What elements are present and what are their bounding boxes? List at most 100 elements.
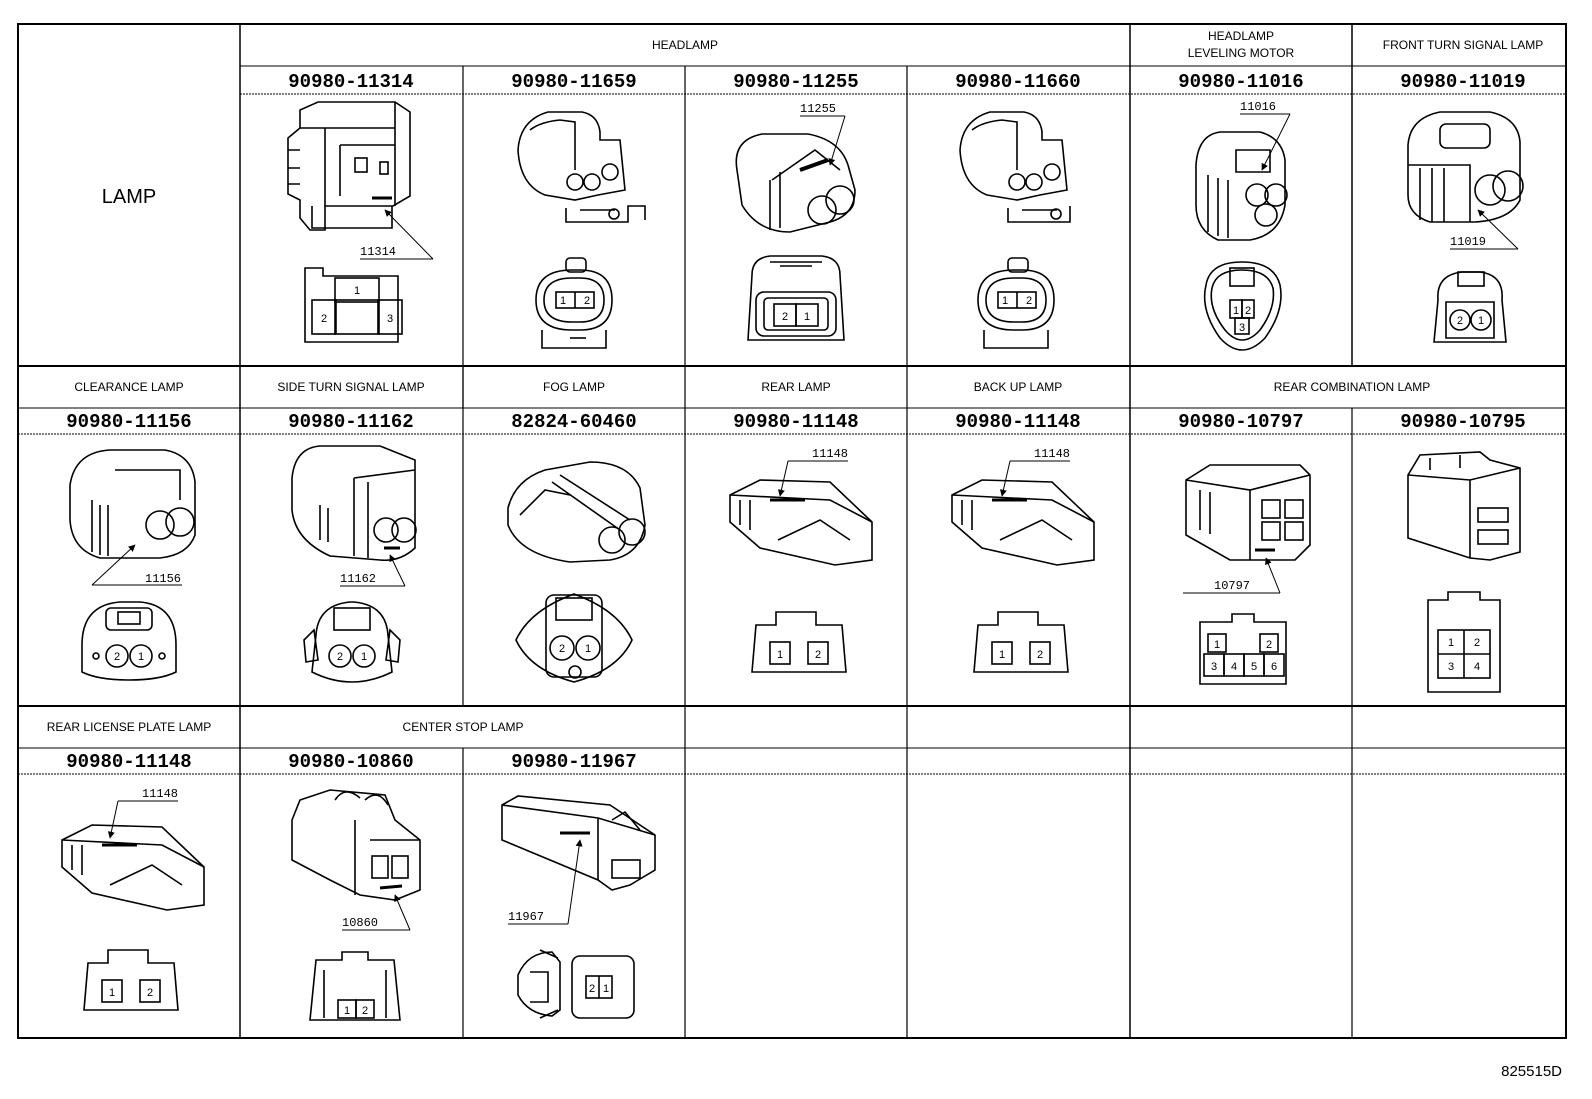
callout-number: 11019 — [1450, 235, 1486, 249]
callout-number: 11156 — [145, 572, 181, 586]
terminal-face-11148-rear — [751, 611, 847, 673]
pin-label: 1 — [585, 643, 591, 655]
pin-label: 1 — [1478, 315, 1484, 327]
pin-label: 2 — [1026, 295, 1032, 307]
pin-label: 2 — [782, 311, 788, 323]
terminal-face-10795 — [1427, 591, 1501, 693]
terminal-face-11148-license — [83, 949, 179, 1011]
pin-label: 2 — [1037, 649, 1043, 661]
pin-label: 2 — [362, 1005, 368, 1017]
pin-label: 1 — [361, 651, 367, 663]
connector-drawing-10795 — [1407, 451, 1521, 561]
pin-label: 1 — [344, 1005, 350, 1017]
pin-label: 2 — [337, 651, 343, 663]
terminal-face-10860 — [309, 951, 401, 1021]
part-number: 90980-11148 — [66, 751, 191, 773]
part-number: 90980-11255 — [733, 71, 858, 93]
callout-arrow — [384, 209, 434, 260]
group-label: REAR LAMP — [761, 380, 830, 394]
callout-number: 11148 — [812, 447, 848, 461]
terminal-face-11967 — [517, 949, 635, 1019]
part-number: 90980-11016 — [1178, 71, 1303, 93]
callout-arrow — [567, 839, 583, 925]
pin-label: 2 — [1245, 305, 1251, 317]
callout-number: 11148 — [142, 787, 178, 801]
connector-drawing-11967 — [501, 795, 656, 891]
callout-arrow — [389, 554, 406, 587]
connector-drawing-11156 — [69, 449, 196, 559]
connector-drawing-11660 — [959, 111, 1071, 223]
callout-arrow — [394, 894, 411, 931]
connector-drawing-11659 — [517, 111, 646, 223]
pin-label: 1 — [804, 311, 810, 323]
pin-label: 2 — [321, 313, 327, 325]
callout-arrow — [828, 115, 846, 166]
pin-label: 3 — [1239, 322, 1245, 334]
terminal-face-11659 — [535, 257, 613, 349]
group-label-front-turn: FRONT TURN SIGNAL LAMP — [1383, 38, 1543, 52]
callout-number: 11967 — [508, 910, 544, 924]
pin-label: 3 — [1448, 661, 1454, 673]
pin-label: 2 — [815, 649, 821, 661]
part-number: 90980-10797 — [1178, 411, 1303, 433]
callout-number: 11148 — [1034, 447, 1070, 461]
callout-arrow — [1261, 113, 1291, 171]
callout-arrow — [91, 544, 136, 586]
terminal-face-11019 — [1433, 271, 1507, 343]
pin-label: 2 — [589, 983, 595, 995]
pin-label: 1 — [138, 651, 144, 663]
callout-arrow — [777, 460, 789, 497]
connector-drawing-60460 — [507, 461, 646, 563]
pin-label: 1 — [1233, 305, 1239, 317]
terminal-face-11156 — [81, 601, 177, 681]
pin-label: 2 — [114, 651, 120, 663]
pin-label: 2 — [584, 295, 590, 307]
group-label: BACK UP LAMP — [974, 380, 1062, 394]
pin-label: 5 — [1251, 661, 1257, 673]
group-label: REAR LICENSE PLATE LAMP — [47, 720, 212, 734]
callout-number: 10860 — [342, 916, 378, 930]
pin-label: 2 — [147, 987, 153, 999]
connector-drawing-10860 — [291, 789, 421, 901]
pin-label: 1 — [1214, 639, 1220, 651]
pin-label: 2 — [1457, 315, 1463, 327]
pin-label: 1 — [603, 983, 609, 995]
part-number: 82824-60460 — [511, 411, 636, 433]
callout-number: 11314 — [360, 245, 396, 259]
pin-label: 3 — [1211, 661, 1217, 673]
part-number: 90980-11659 — [511, 71, 636, 93]
connector-drawing-11314 — [287, 101, 411, 231]
part-number: 90980-11019 — [1400, 71, 1525, 93]
group-label: CLEARANCE LAMP — [74, 380, 183, 394]
connector-drawing-11019 — [1407, 111, 1524, 223]
part-number: 90980-11314 — [288, 71, 413, 93]
part-number: 90980-11967 — [511, 751, 636, 773]
pin-label: 2 — [1474, 637, 1480, 649]
connector-drawing-11162 — [291, 445, 417, 562]
part-number: 90980-11148 — [733, 411, 858, 433]
group-label: CENTER STOP LAMP — [403, 720, 524, 734]
group-label-headlamp: HEADLAMP — [652, 38, 718, 52]
terminal-face-11314 — [304, 267, 403, 343]
part-number: 90980-10860 — [288, 751, 413, 773]
connector-drawing-11148-rear — [729, 479, 873, 566]
pin-label: 2 — [1266, 639, 1272, 651]
group-label: REAR COMBINATION LAMP — [1274, 380, 1430, 394]
pin-label: 1 — [777, 649, 783, 661]
group-label: FOG LAMP — [543, 380, 605, 394]
part-number: 90980-11148 — [955, 411, 1080, 433]
callout-number: 11162 — [340, 572, 376, 586]
group-label: SIDE TURN SIGNAL LAMP — [277, 380, 424, 394]
pin-label: 6 — [1271, 661, 1277, 673]
pin-label: 4 — [1474, 661, 1480, 673]
callout-arrow — [999, 460, 1011, 497]
terminal-face-60460 — [515, 593, 633, 683]
corner-label: LAMP — [102, 186, 156, 208]
connector-drawing-11148-license — [61, 824, 205, 911]
pin-label: 2 — [559, 643, 565, 655]
connector-drawing-11255 — [735, 133, 856, 233]
connector-drawing-11148-backup — [951, 479, 1095, 566]
connector-drawing-11016 — [1195, 131, 1288, 241]
pin-label: 1 — [999, 649, 1005, 661]
